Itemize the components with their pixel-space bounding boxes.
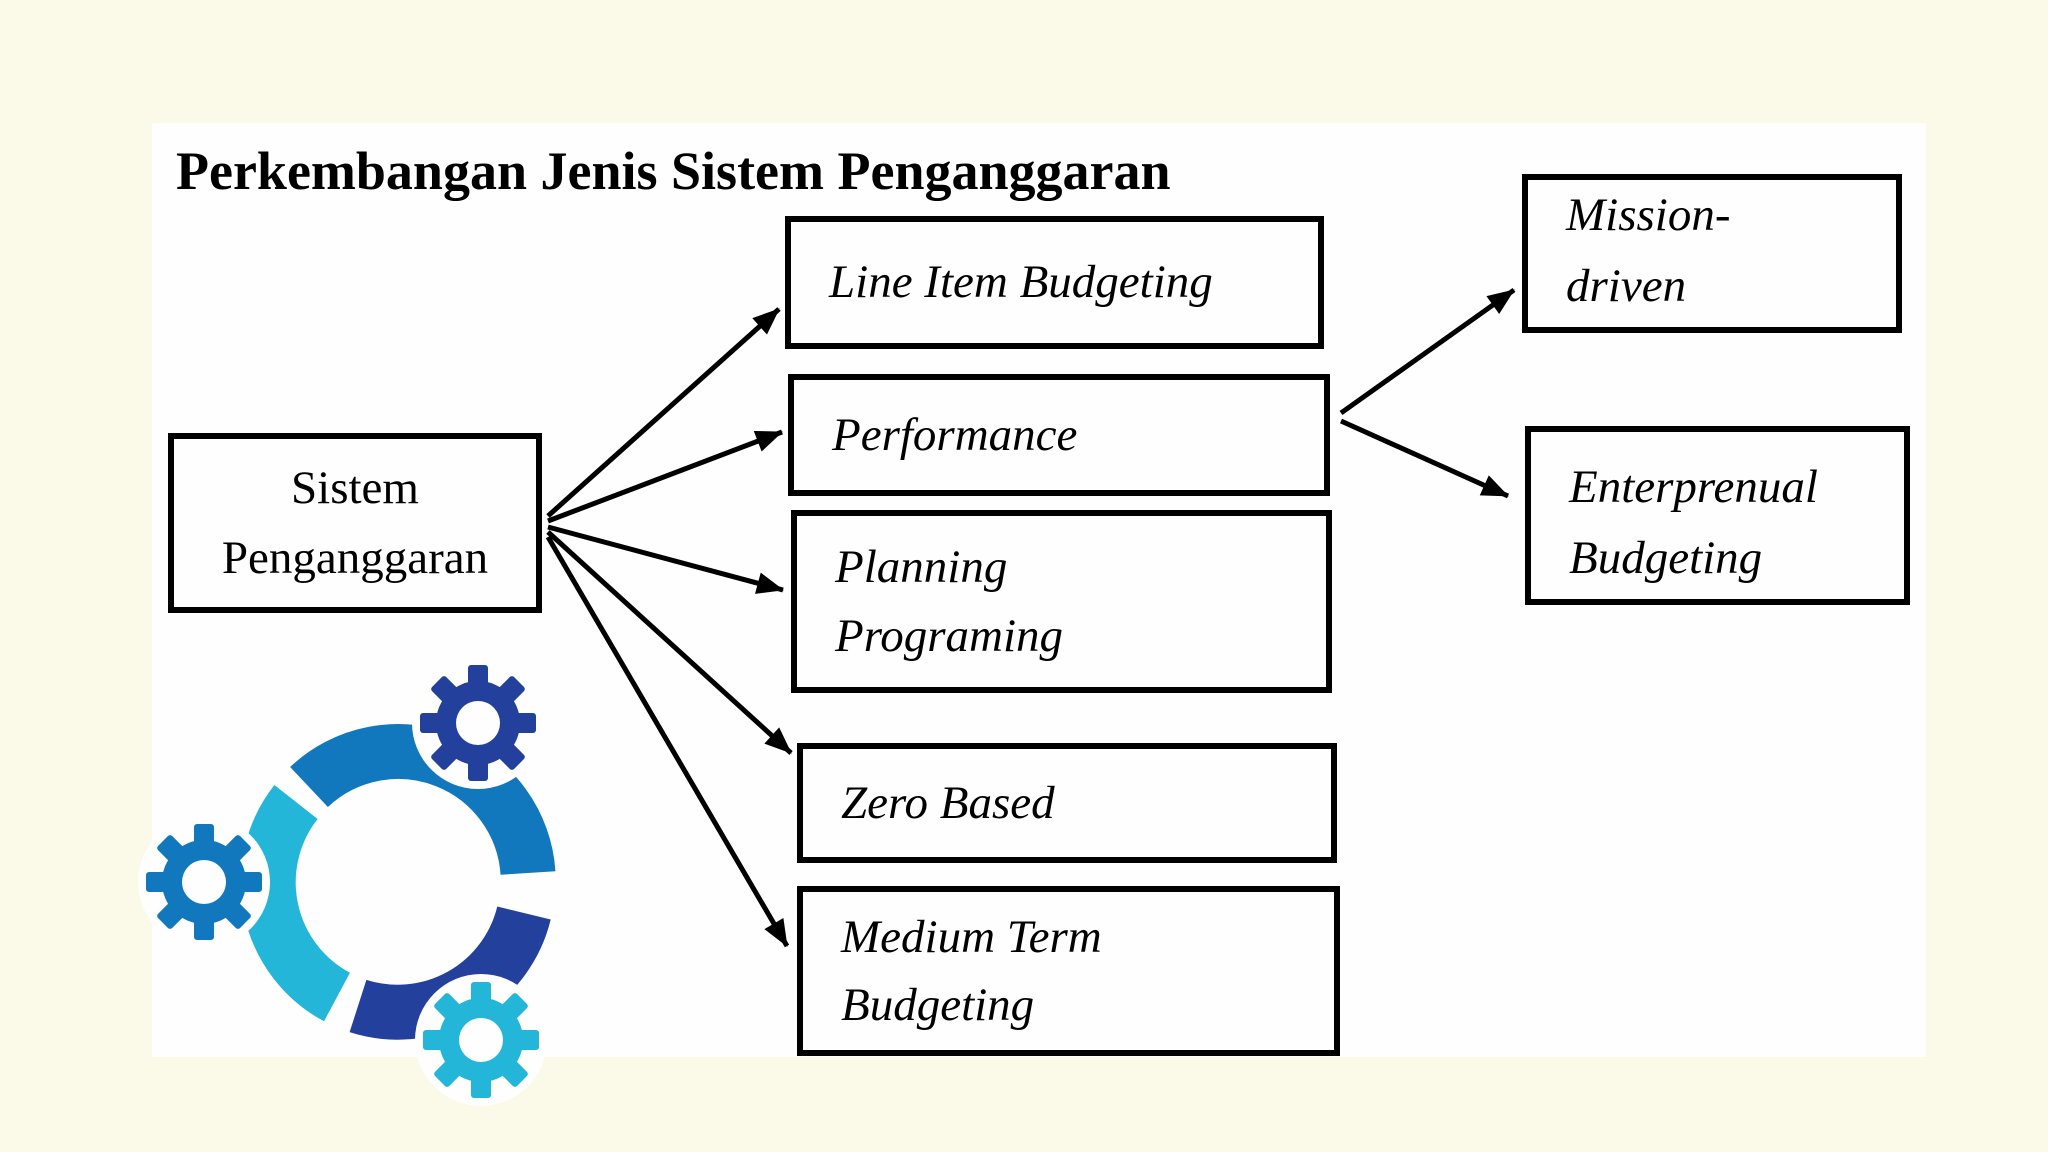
arrow-root-to-medium-term bbox=[545, 535, 790, 948]
arrow-root-to-zero-based bbox=[546, 530, 793, 755]
node-label: Mission- driven bbox=[1566, 189, 1731, 312]
arrow-root-to-performance bbox=[547, 429, 783, 524]
node-planning-programing: Planning Programing bbox=[791, 510, 1332, 693]
node-line-item-budgeting: Line Item Budgeting bbox=[785, 216, 1324, 349]
arrow-root-to-line-item bbox=[546, 307, 781, 518]
arrow-performance-to-mission bbox=[1339, 287, 1516, 416]
node-label: Medium Term Budgeting bbox=[841, 910, 1102, 1031]
node-label: Line Item Budgeting bbox=[829, 256, 1213, 309]
node-performance: Performance bbox=[788, 374, 1330, 496]
gear-icon-blue bbox=[146, 824, 262, 940]
node-zero-based: Zero Based bbox=[797, 743, 1337, 863]
gear-icon-navy bbox=[420, 665, 536, 781]
arrow-performance-to-enterprenual bbox=[1339, 418, 1510, 499]
node-mission-driven: Mission- driven bbox=[1522, 174, 1902, 333]
node-medium-term-budgeting: Medium Term Budgeting bbox=[797, 886, 1340, 1056]
node-label: Planning Programing bbox=[835, 541, 1064, 662]
node-label: Sistem Penganggaran bbox=[221, 461, 489, 585]
arrow-root-to-planning bbox=[547, 524, 784, 594]
node-label: Zero Based bbox=[841, 776, 1055, 829]
node-sistem-penganggaran: Sistem Penganggaran bbox=[168, 433, 542, 613]
gears-cycle-logo bbox=[138, 657, 556, 1106]
node-label: Performance bbox=[832, 408, 1078, 461]
gear-icon-cyan bbox=[423, 982, 539, 1098]
node-label: Enterprenual Budgeting bbox=[1569, 461, 1818, 584]
node-enterprenual-budgeting: Enterprenual Budgeting bbox=[1525, 426, 1910, 605]
page-title: Perkembangan Jenis Sistem Penganggaran bbox=[176, 141, 1171, 201]
ring-arc-cyan bbox=[240, 785, 351, 1022]
